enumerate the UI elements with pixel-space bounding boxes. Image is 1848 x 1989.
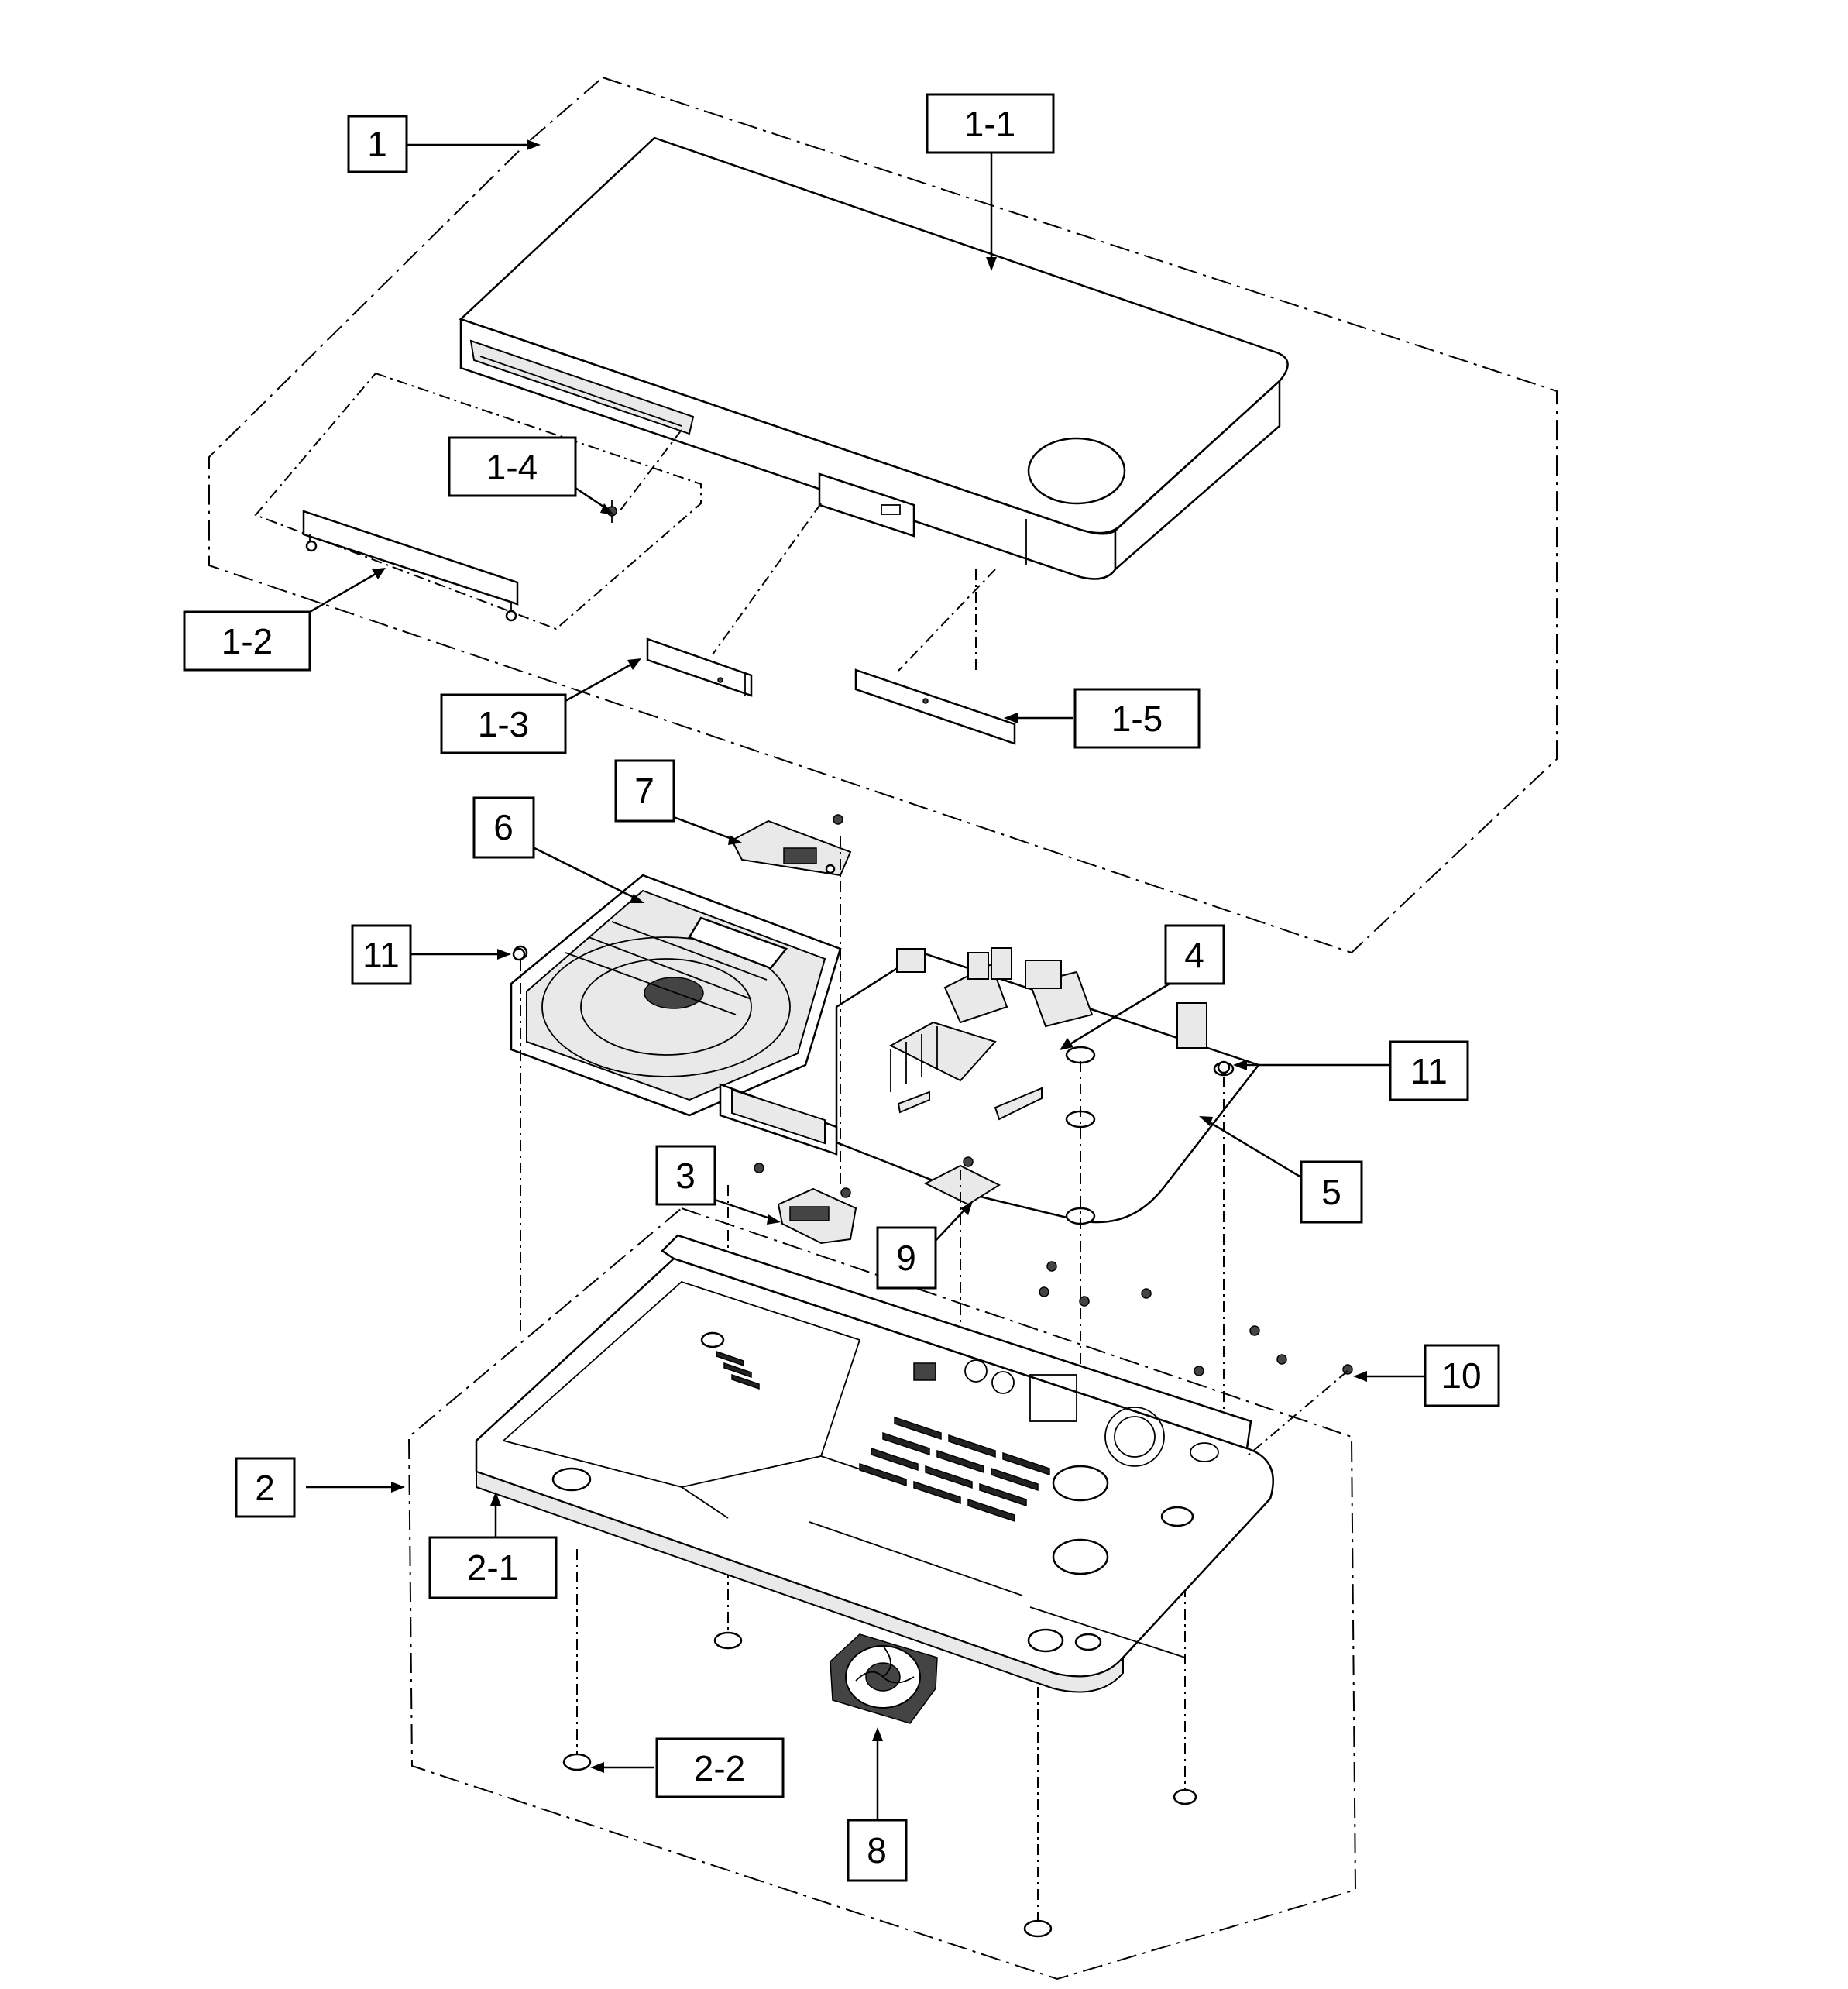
callout-8: 8: [847, 1819, 908, 1882]
callout-11-right: 11: [1389, 1040, 1469, 1101]
callout-1-5: 1-5: [1073, 688, 1201, 749]
group-1-2-outline: [254, 372, 702, 630]
back-panel-cutouts: [913, 1359, 1219, 1467]
callout-10: 10: [1424, 1344, 1500, 1407]
svg-text:11: 11: [1410, 1051, 1448, 1091]
top-cover: [459, 136, 1289, 580]
svg-text:1-5: 1-5: [1111, 699, 1163, 739]
svg-text:7: 7: [634, 771, 654, 811]
vent-slots: [716, 1350, 1186, 1658]
leader-lines: [306, 139, 1425, 1820]
svg-text:11: 11: [362, 935, 400, 975]
rubber-feet: [562, 1631, 1197, 1938]
part-6-disc-drive: [510, 874, 842, 1117]
svg-text:1: 1: [367, 124, 387, 164]
bottom-chassis: [475, 1234, 1274, 1693]
callout-2-1: 2-1: [428, 1536, 558, 1599]
callout-3: 3: [655, 1145, 716, 1206]
screws-11: [512, 947, 1231, 1074]
callout-11-left: 11: [351, 924, 412, 985]
svg-text:3: 3: [675, 1156, 696, 1196]
front-panel-pcb: [719, 1083, 838, 1156]
svg-text:4: 4: [1184, 935, 1204, 975]
part-8-fan: [830, 1633, 938, 1724]
part-3-bracket: [754, 1163, 857, 1245]
part-1-2-door: [302, 510, 519, 622]
svg-text:1-1: 1-1: [964, 104, 1015, 144]
svg-text:10: 10: [1441, 1355, 1481, 1396]
svg-text:1-2: 1-2: [222, 621, 273, 661]
svg-text:1-4: 1-4: [486, 447, 538, 487]
svg-text:1-3: 1-3: [478, 704, 529, 744]
svg-text:2-2: 2-2: [694, 1748, 745, 1788]
svg-text:8: 8: [867, 1830, 887, 1870]
part-7-module: [730, 814, 852, 877]
callout-9: 9: [876, 1226, 937, 1290]
callout-1-2: 1-2: [183, 610, 311, 672]
callout-2-2: 2-2: [655, 1737, 785, 1798]
group-2-outline: [407, 1207, 1357, 1980]
svg-text:9: 9: [896, 1238, 916, 1278]
screws-10: [1039, 1261, 1353, 1457]
part-1-3-bracket: [646, 637, 753, 697]
group-1-outline: [208, 76, 1558, 954]
part-5-main-board: [835, 947, 1261, 1225]
part-9-board: [923, 1156, 1001, 1206]
callout-1-4: 1-4: [448, 436, 577, 497]
assembly-lines-1: [619, 429, 996, 674]
callout-1: 1: [347, 115, 408, 173]
part-1-5-strip: [854, 668, 1016, 745]
svg-text:6: 6: [493, 807, 514, 847]
callout-6: 6: [472, 796, 535, 859]
callout-1-3: 1-3: [440, 693, 567, 754]
callout-4: 4: [1164, 924, 1225, 985]
svg-text:2-1: 2-1: [467, 1548, 518, 1588]
group-outlines: [208, 76, 1558, 1980]
callout-1-1: 1-1: [926, 93, 1055, 154]
callout-7: 7: [614, 759, 675, 823]
callout-2: 2: [235, 1457, 296, 1518]
svg-text:2: 2: [255, 1468, 275, 1508]
svg-text:5: 5: [1321, 1172, 1341, 1212]
callout-5: 5: [1300, 1160, 1363, 1224]
